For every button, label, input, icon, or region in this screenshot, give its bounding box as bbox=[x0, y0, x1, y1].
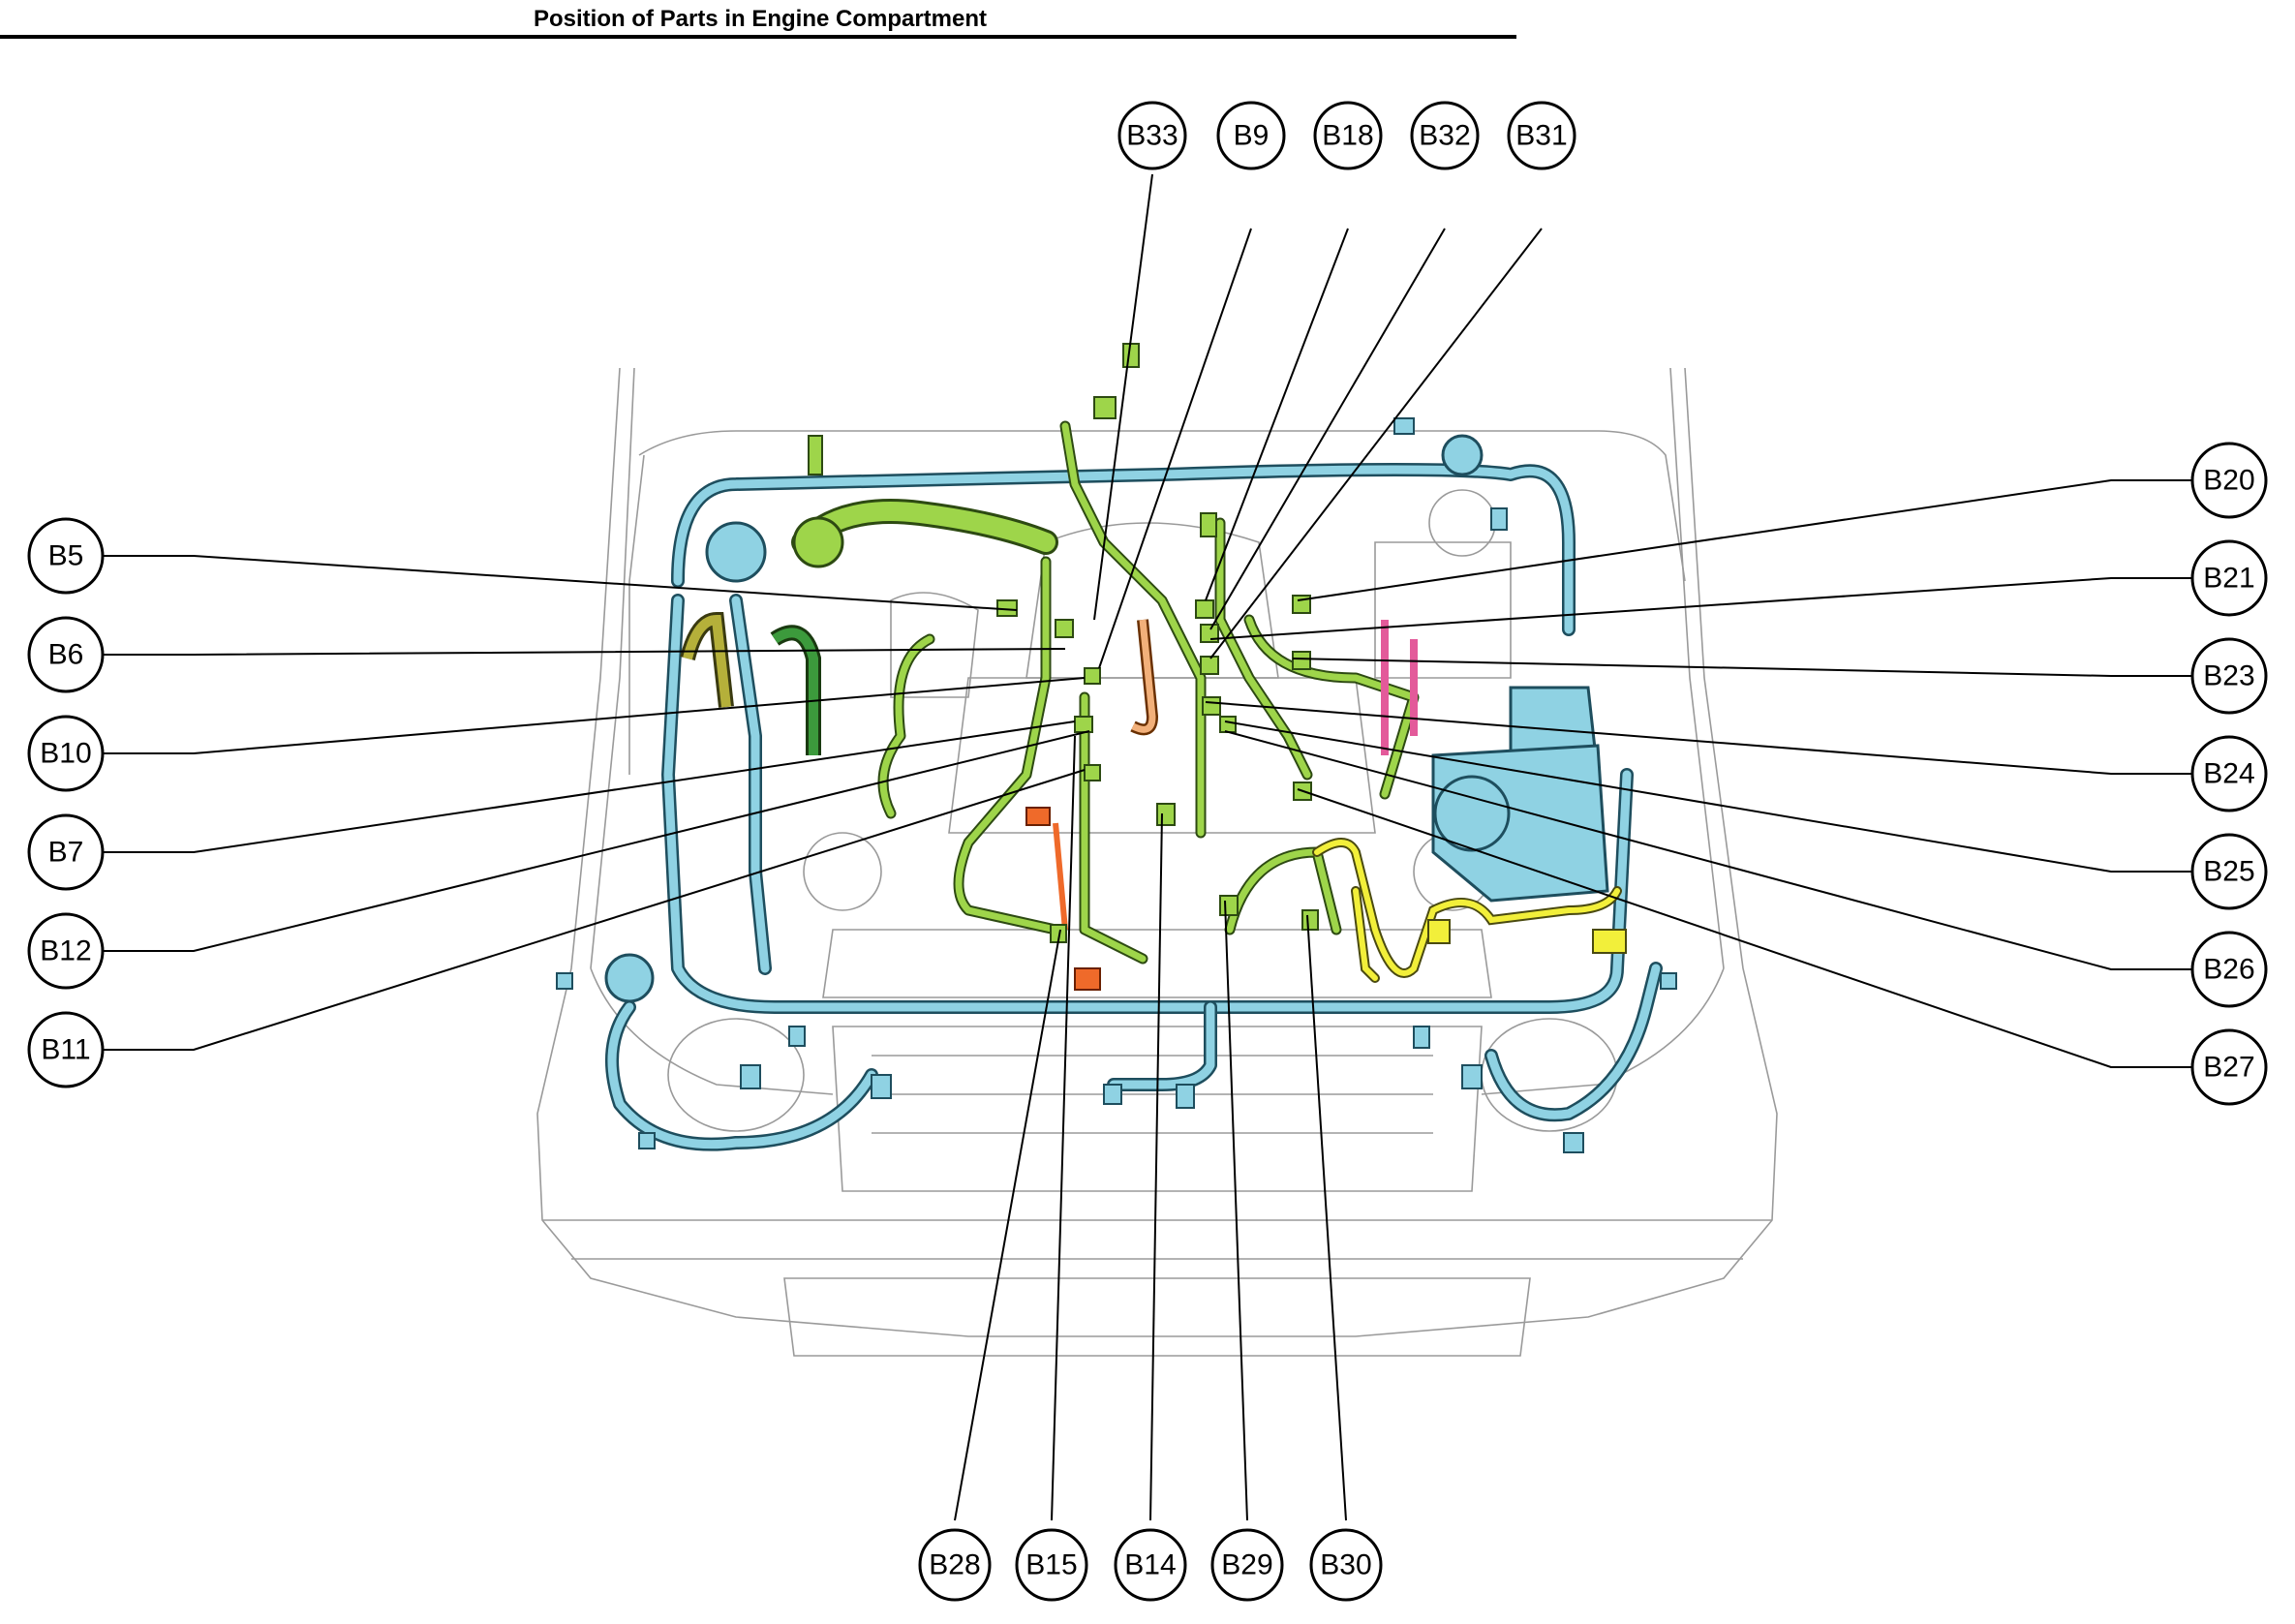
callouts-left: B5 B6 B10 B7 B12 B11 bbox=[27, 517, 105, 1088]
callout-b20: B20 bbox=[2190, 442, 2268, 519]
svg-text:B6: B6 bbox=[48, 639, 84, 671]
svg-text:B31: B31 bbox=[1515, 120, 1567, 152]
callout-b9: B9 bbox=[1216, 101, 1286, 170]
callouts-top: B33 B9 B18 B32 B31 bbox=[1117, 101, 1576, 170]
svg-text:B10: B10 bbox=[40, 738, 91, 770]
svg-text:B32: B32 bbox=[1419, 120, 1470, 152]
callouts-bottom: B28 B15 B14 B29 B30 bbox=[918, 1528, 1383, 1602]
svg-text:B11: B11 bbox=[41, 1034, 90, 1066]
harness-yellow bbox=[1312, 620, 1622, 983]
callout-b30: B30 bbox=[1309, 1528, 1383, 1602]
svg-text:B14: B14 bbox=[1124, 1549, 1176, 1581]
callout-b5: B5 bbox=[27, 517, 105, 595]
svg-text:B7: B7 bbox=[48, 837, 84, 869]
callout-b11: B11 bbox=[27, 1011, 105, 1088]
callout-b31: B31 bbox=[1507, 101, 1576, 170]
svg-text:B30: B30 bbox=[1320, 1549, 1371, 1581]
svg-text:B9: B9 bbox=[1234, 120, 1270, 152]
page-title: Position of Parts in Engine Compartment bbox=[533, 6, 988, 32]
callout-b27: B27 bbox=[2190, 1028, 2268, 1106]
callout-b7: B7 bbox=[27, 813, 105, 891]
callout-b29: B29 bbox=[1210, 1528, 1284, 1602]
svg-text:B26: B26 bbox=[2203, 954, 2254, 986]
leader-lines bbox=[103, 173, 2192, 1521]
vehicle-body-outline bbox=[536, 367, 1778, 1357]
svg-text:B33: B33 bbox=[1126, 120, 1178, 152]
callout-b6: B6 bbox=[27, 616, 105, 693]
svg-text:B25: B25 bbox=[2203, 856, 2254, 888]
callout-b15: B15 bbox=[1015, 1528, 1088, 1602]
callout-b23: B23 bbox=[2190, 637, 2268, 715]
callouts-right: B20 B21 B23 B24 B25 B26 B27 bbox=[2190, 442, 2268, 1106]
svg-text:B5: B5 bbox=[48, 540, 84, 572]
callout-b18: B18 bbox=[1313, 101, 1383, 170]
connectors bbox=[556, 343, 1677, 1153]
svg-text:B12: B12 bbox=[40, 935, 91, 967]
title-rule bbox=[0, 35, 1516, 39]
harness-orange bbox=[1025, 619, 1159, 991]
harness-green bbox=[680, 420, 1420, 965]
callout-b14: B14 bbox=[1114, 1528, 1187, 1602]
svg-text:B18: B18 bbox=[1322, 120, 1373, 152]
svg-text:B20: B20 bbox=[2203, 465, 2254, 497]
svg-text:B23: B23 bbox=[2203, 660, 2254, 692]
callout-b24: B24 bbox=[2190, 735, 2268, 812]
callout-b26: B26 bbox=[2190, 931, 2268, 1008]
svg-text:B21: B21 bbox=[2203, 563, 2254, 595]
callout-b10: B10 bbox=[27, 715, 105, 792]
callout-b12: B12 bbox=[27, 912, 105, 990]
callout-b21: B21 bbox=[2190, 539, 2268, 617]
callout-b28: B28 bbox=[918, 1528, 992, 1602]
svg-text:B24: B24 bbox=[2203, 758, 2254, 790]
svg-text:B15: B15 bbox=[1025, 1549, 1077, 1581]
svg-text:B29: B29 bbox=[1221, 1549, 1272, 1581]
svg-text:B28: B28 bbox=[929, 1549, 980, 1581]
callout-b33: B33 bbox=[1117, 101, 1187, 170]
svg-text:B27: B27 bbox=[2203, 1052, 2254, 1084]
callout-b32: B32 bbox=[1410, 101, 1480, 170]
harness-blue bbox=[604, 434, 1663, 1151]
callout-b25: B25 bbox=[2190, 833, 2268, 910]
